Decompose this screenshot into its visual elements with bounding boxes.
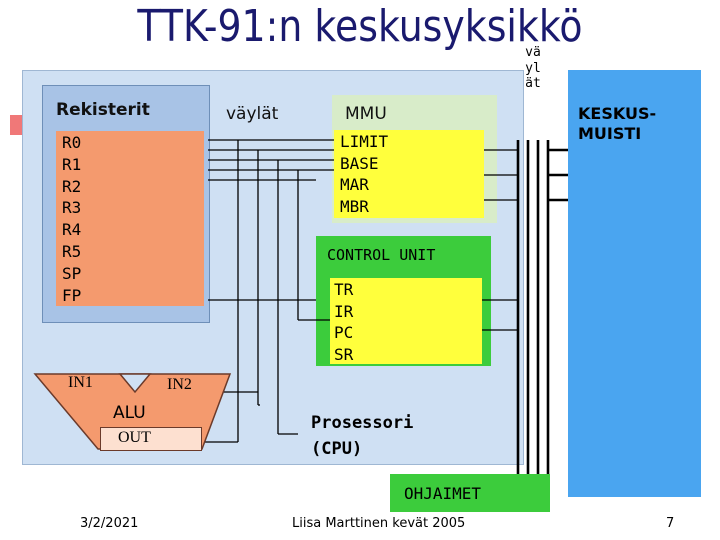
- processor-label-line1: Prosessori: [311, 413, 414, 433]
- mmu-register-list: LIMIT BASE MAR MBR: [340, 131, 388, 217]
- control-register-item: IR: [334, 301, 354, 321]
- external-bus-lines: [516, 140, 568, 474]
- footer-author: Liisa Marttinen kevät 2005: [292, 516, 466, 531]
- processor-label: Prosessori (CPU): [311, 410, 413, 462]
- buses-label: väylät: [226, 104, 279, 124]
- register-item: R4: [62, 220, 82, 240]
- mmu-box: [334, 130, 484, 218]
- alu-output-label: OUT: [118, 429, 151, 446]
- control-unit-box: [330, 278, 482, 364]
- register-item: R0: [62, 133, 82, 152]
- control-register-list: TR IR PC SR: [334, 279, 353, 365]
- footer-date: 3/2/2021: [80, 516, 139, 531]
- processor-label-line2: (CPU): [311, 439, 363, 459]
- page-title: TTK-91:n keskusyksikkö: [137, 1, 583, 52]
- control-register-item: PC: [334, 323, 354, 342]
- register-item: R3: [62, 198, 82, 218]
- mmu-register-item: MBR: [340, 196, 369, 216]
- mmu-register-item: LIMIT: [340, 132, 389, 151]
- mmu-register-item: MAR: [340, 175, 369, 194]
- internal-bus-lines: [195, 139, 518, 443]
- alu-label: ALU: [113, 403, 146, 423]
- control-unit-label: CONTROL UNIT: [327, 246, 436, 264]
- vertical-buses-label: väylät: [525, 45, 541, 91]
- register-list: R0 R1 R2 R3 R4 R5 SP FP: [62, 132, 81, 306]
- register-item: R1: [62, 154, 82, 174]
- main-memory-label-line1: KESKUS-: [578, 104, 657, 123]
- drivers-label: OHJAIMET: [404, 484, 482, 503]
- alu-input1-label: IN1: [68, 374, 93, 391]
- mmu-label: MMU: [345, 104, 387, 124]
- alu-output-box: [100, 427, 202, 451]
- control-register-item: SR: [334, 344, 354, 364]
- alu-input-notch: [118, 373, 152, 394]
- mmu-register-item: BASE: [340, 153, 379, 173]
- register-item: FP: [62, 285, 82, 305]
- main-memory-label-line2: MUISTI: [578, 124, 642, 143]
- drivers-box: [390, 474, 550, 512]
- register-item: R5: [62, 241, 82, 261]
- registers-box: [56, 131, 204, 306]
- alu-input2-label: IN2: [167, 376, 192, 393]
- registers-label: Rekisterit: [56, 100, 150, 120]
- page-number: 7: [666, 516, 675, 531]
- main-memory-box: [568, 70, 701, 497]
- register-item: SP: [62, 263, 82, 283]
- control-register-item: TR: [334, 280, 354, 299]
- register-item: R2: [62, 176, 82, 196]
- main-memory-label: KESKUS- MUISTI: [578, 104, 656, 144]
